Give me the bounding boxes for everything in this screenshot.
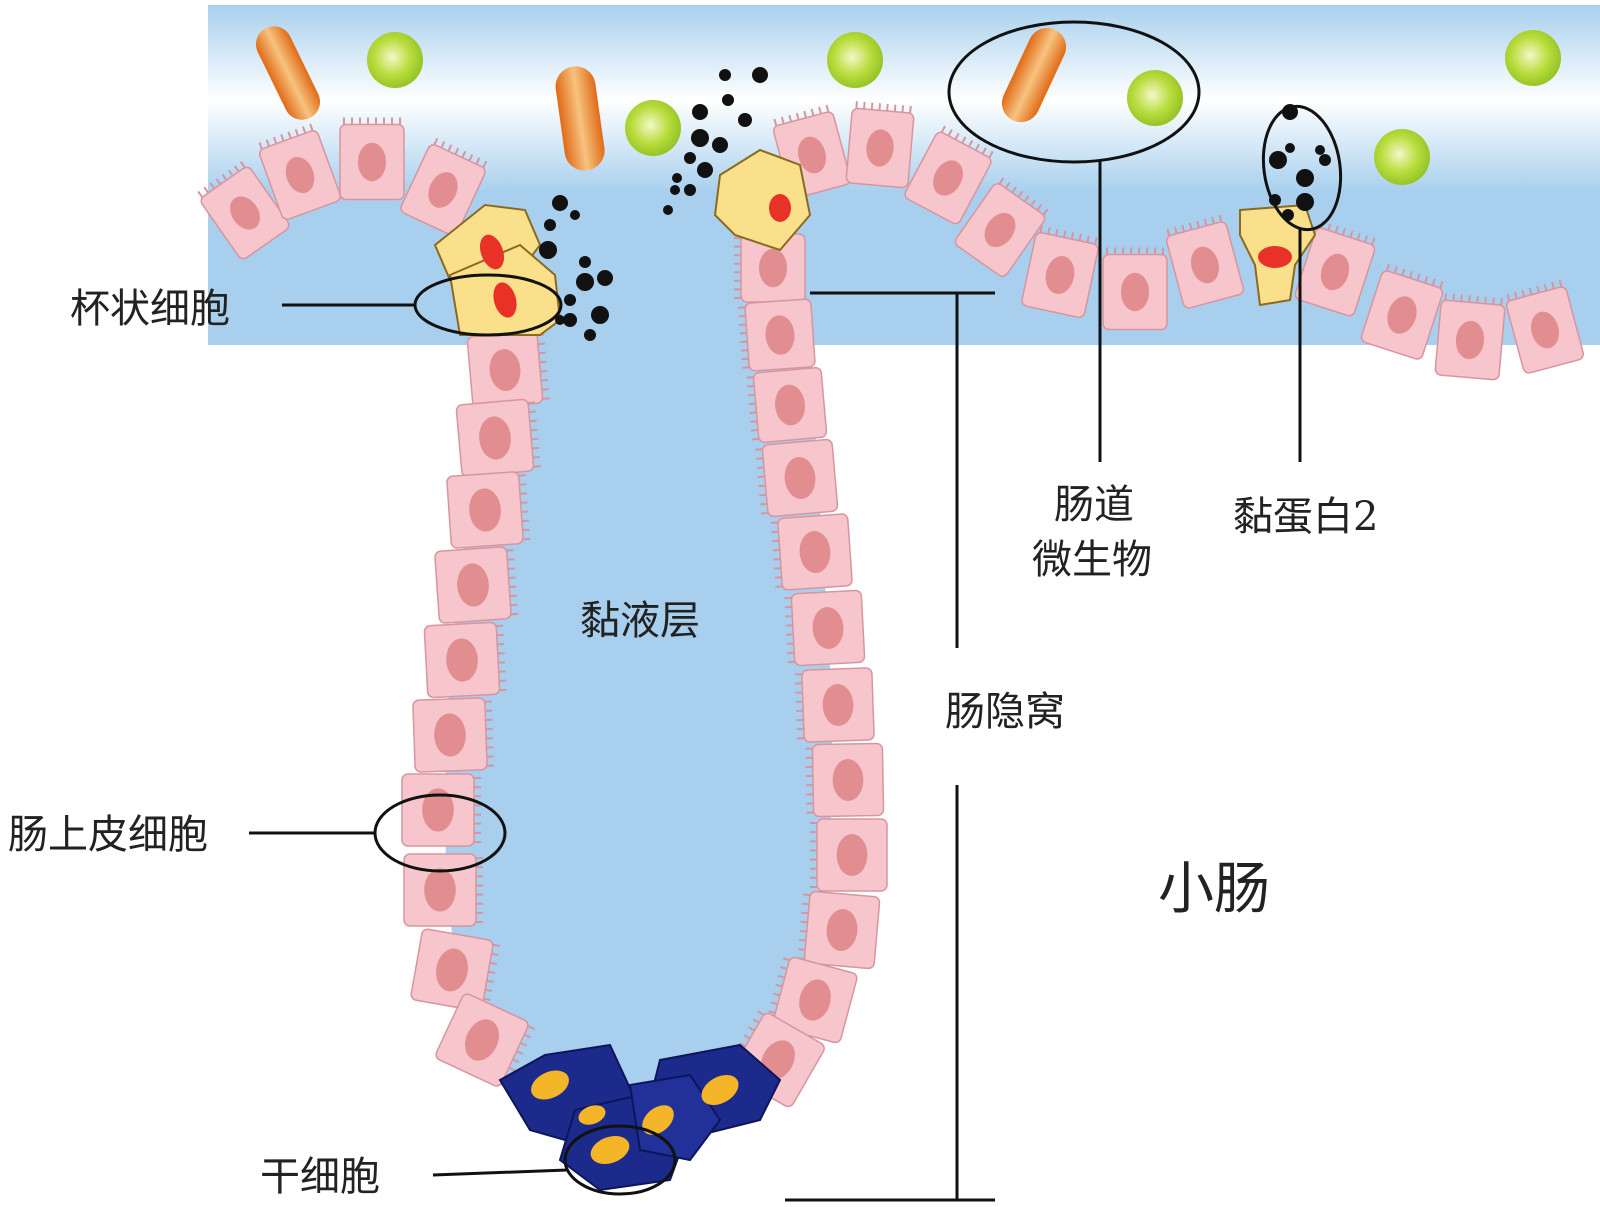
mucin-granule (670, 185, 680, 195)
rod-bacterium (555, 66, 605, 171)
intestinal-lumen (208, 5, 1600, 1140)
mucin-granule (692, 104, 708, 120)
mucin-granule (1315, 145, 1325, 155)
epithelial-cell (435, 993, 535, 1089)
epithelial-cell (755, 438, 839, 518)
epithelial-cell (1360, 263, 1444, 360)
goblet-cell-highlight (413, 273, 563, 337)
epithelial-cell (746, 366, 828, 444)
mucin-granule (552, 195, 568, 211)
epithelial-cell (423, 621, 507, 699)
mucin-granule (722, 94, 734, 106)
label-mucin2: 黏蛋白2 (1233, 494, 1378, 540)
label-microbiota-line2: 微生物 (1032, 537, 1152, 583)
mucin2-granules (539, 67, 1331, 341)
epithelial-cell (794, 667, 875, 743)
crypt-wall-left (401, 330, 550, 1089)
epithelial-cell (197, 161, 290, 260)
mucin-granule (563, 313, 577, 327)
label-crypt: 肠隐窝 (945, 689, 1065, 735)
leader-lines (249, 160, 1302, 1202)
mucin-granule (544, 219, 556, 231)
epithelial-cell (410, 928, 501, 1012)
epithelial-cell (339, 117, 405, 201)
coccus-bacterium (625, 100, 681, 156)
epithelial-cell (810, 818, 888, 892)
epithelial-cell (1021, 225, 1099, 318)
epithelial-cell (1505, 279, 1585, 374)
gut-microbiota (255, 26, 1561, 185)
mucin-granule (684, 184, 696, 196)
coccus-bacterium (367, 32, 423, 88)
epithelial-cell (400, 137, 488, 236)
epithelial-cell (805, 742, 885, 818)
label-epithelial-cell: 肠上皮细胞 (8, 812, 208, 858)
mucin-granule (719, 69, 731, 81)
mucin-granule (1296, 193, 1314, 211)
epithelial-cell (1434, 293, 1506, 381)
label-goblet-cell: 杯状细胞 (70, 286, 230, 332)
coccus-bacterium (1505, 30, 1561, 86)
mucin-granule (576, 273, 594, 291)
mucin-granule (591, 306, 609, 324)
epithelial-cell (797, 890, 881, 970)
epithelial-cell (455, 398, 541, 478)
label-mucus-layer: 黏液层 (580, 598, 700, 644)
mucin-granule (584, 329, 596, 341)
epithelial-cell (258, 123, 342, 220)
epithelial-cell (845, 101, 915, 189)
microbiota-highlight (947, 20, 1201, 164)
surface-epithelium-right (772, 101, 1585, 381)
mucin-granule (691, 129, 709, 147)
rod-bacterium (1001, 27, 1067, 123)
epithelial-cell (1165, 214, 1245, 309)
mucin-granule (672, 173, 682, 183)
mucin-granule (684, 152, 696, 164)
mucin-granule (697, 162, 713, 178)
mucin-granule (564, 294, 576, 306)
mucin2-highlight (1261, 104, 1343, 232)
mucin-granule (738, 113, 752, 127)
coccus-bacterium (1127, 70, 1183, 126)
mucin-granule (712, 137, 728, 153)
mucin-granule (579, 256, 591, 268)
mucin-granule (1296, 169, 1314, 187)
epithelial-cell (446, 471, 531, 549)
epithelial-cell (1102, 247, 1168, 331)
mucin-granule (555, 315, 565, 325)
mucus-layer-region (445, 230, 833, 1140)
mucin-granule (663, 205, 673, 215)
stem-cells (498, 1043, 782, 1192)
epithelial-cell (412, 697, 495, 773)
label-small-intestine: 小肠 (1158, 857, 1270, 922)
epithelial-cell (1294, 221, 1376, 317)
mucin-granule (570, 210, 580, 220)
epithelial-cell (434, 546, 519, 624)
mucin-granule (597, 270, 613, 286)
mucin-granule (1319, 154, 1331, 166)
label-microbiota-line1: 肠道 (1054, 482, 1134, 528)
rod-bacterium (255, 26, 321, 120)
label-stem-cell: 干细胞 (260, 1154, 380, 1200)
epithelial-cell (954, 177, 1049, 277)
mucin-granule (1269, 151, 1287, 169)
coccus-bacterium (827, 32, 883, 88)
mucin-granule (752, 67, 768, 83)
surface-epithelium-left (197, 117, 488, 260)
epithelial-cell (737, 298, 816, 372)
epithelial-cell (765, 956, 858, 1044)
epithelial-cell (904, 125, 994, 225)
epithelial-cell (770, 513, 853, 591)
epithelial-cell (401, 773, 481, 847)
coccus-bacterium (1374, 129, 1430, 185)
goblet-cells (433, 148, 1317, 336)
epithelial-cell (466, 330, 550, 410)
epithelial-cell (784, 589, 866, 667)
stem-cell-highlight (563, 1124, 677, 1196)
mucin-granule (1285, 143, 1295, 153)
mucin-granule (539, 241, 557, 259)
epithelial-cell (403, 853, 483, 927)
